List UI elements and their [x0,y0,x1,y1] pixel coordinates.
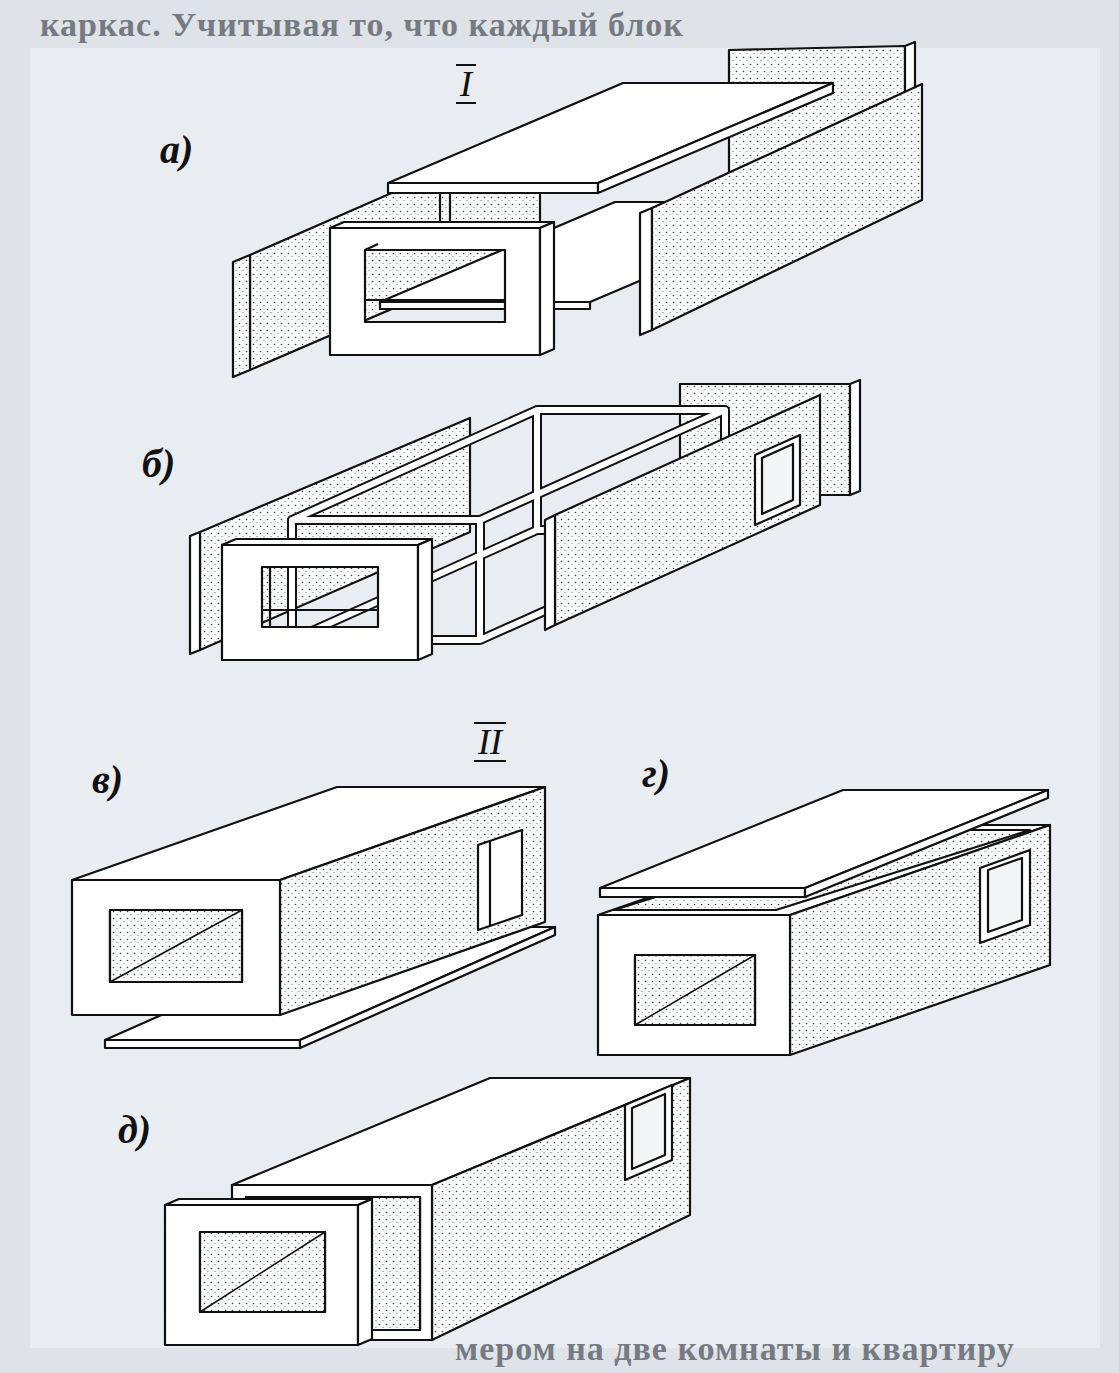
figure-e [165,1078,690,1345]
figure-c [72,787,555,1048]
page-text: мером на две комнаты и квартиру [455,1330,1015,1367]
figure-d [598,790,1050,1055]
figure-label: в) [92,758,123,802]
figure-label: г) [642,752,670,796]
section-numeral: I [456,64,476,104]
figure-label: а) [160,128,193,172]
section-numeral: II [474,722,506,762]
figure-b [190,380,860,660]
figure-a [233,42,922,377]
page-text: каркас. Учитывая то, что каждый блок [40,6,684,43]
figure-ground [30,48,1100,1348]
figure-label: б) [142,442,175,486]
figure-label: д) [118,1108,151,1152]
